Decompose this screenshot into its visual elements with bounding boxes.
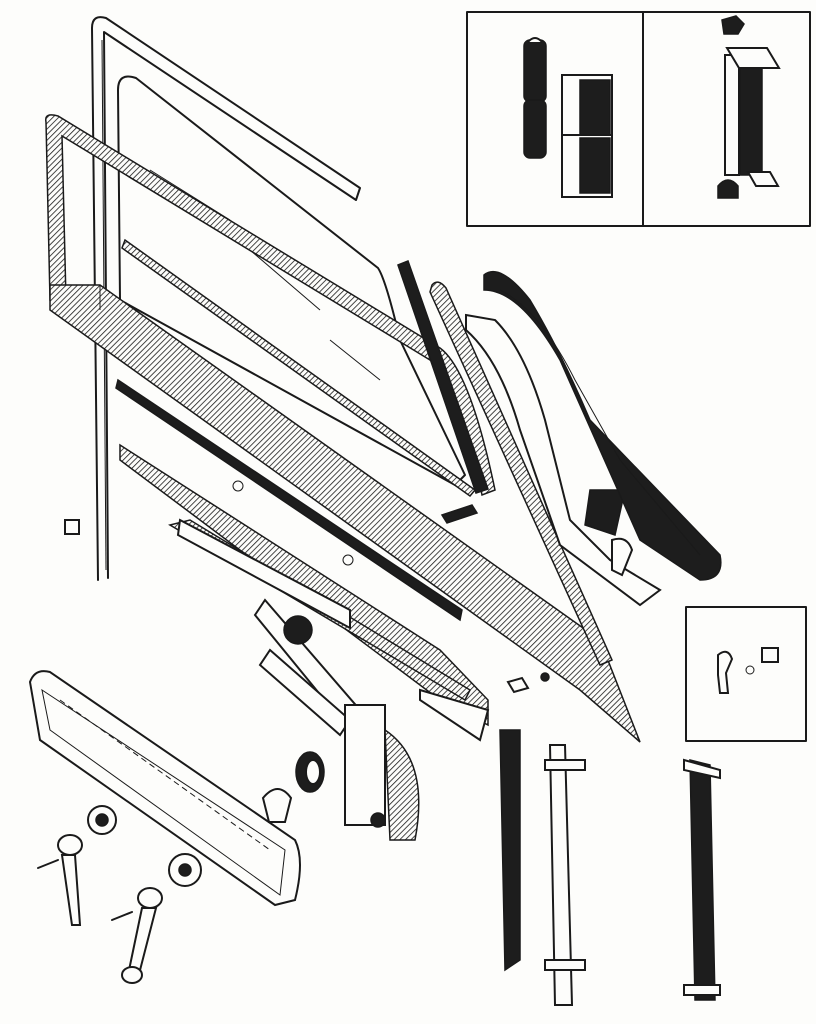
quarter-vent [429,281,662,666]
door-trim-panel [28,670,301,907]
lower-channels [499,729,721,1006]
inset-lock [685,606,807,742]
window-regulator [168,518,490,841]
waist-strip [49,284,641,743]
winder-handles [37,751,325,984]
hinge-assembly-part [717,15,781,199]
hinge-block-part [561,74,613,198]
hinge-pin-part [523,37,547,159]
vent-rubber-seal [483,270,722,581]
inset-top [466,11,811,227]
small-fittings [64,480,550,694]
